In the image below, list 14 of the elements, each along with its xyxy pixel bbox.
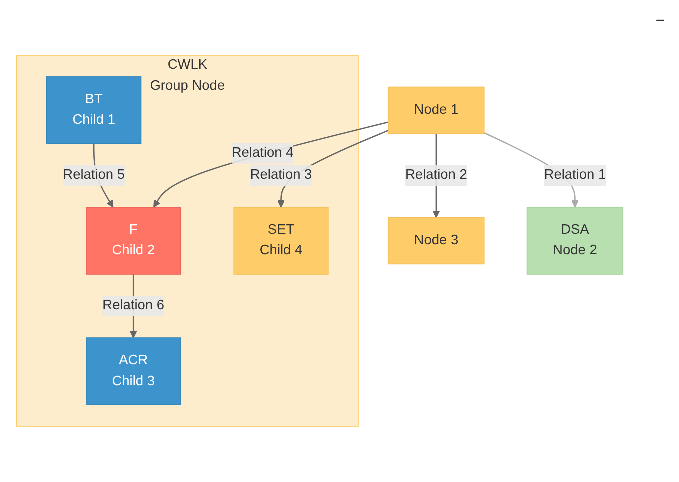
edge-label: Relation 6 xyxy=(102,298,165,314)
node-box: Node 1 xyxy=(388,86,485,134)
node-box: DSA Node 2 xyxy=(526,207,624,275)
collapse-icon: – xyxy=(656,12,665,29)
edge-label: Relation 1 xyxy=(544,168,606,183)
node-box: F Child 2 xyxy=(86,207,182,275)
node-box: Node 3 xyxy=(388,217,485,265)
node-box: BT Child 1 xyxy=(46,76,142,144)
edge-label: Relation 5 xyxy=(63,168,126,183)
node-box: ACR Child 3 xyxy=(86,338,182,406)
edge-label: Relation 2 xyxy=(406,168,468,183)
edge-label: Relation 4 xyxy=(232,146,294,160)
edge-label: Relation 3 xyxy=(250,168,312,183)
node-box: SET Child 4 xyxy=(234,207,329,275)
